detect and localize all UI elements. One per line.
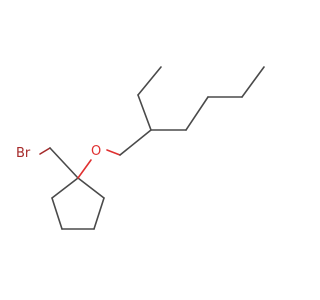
bromine-atom-label: Br — [16, 146, 31, 161]
bond-butyl-2 — [185, 96, 209, 131]
ring-bond-5 — [51, 177, 79, 199]
molecule-structure: Br O — [16, 66, 265, 230]
bond-oxygen-ch2 — [106, 149, 121, 156]
bond-ch2-quaternary — [49, 147, 79, 179]
bond-butyl-4 — [241, 66, 265, 98]
ring-bond-1 — [77, 177, 105, 199]
bond-ethyl-terminal — [137, 66, 162, 96]
bond-och2-ch — [119, 129, 152, 156]
bond-ch-ethyl — [137, 94, 152, 131]
oxygen-atom-label: O — [91, 144, 101, 159]
bond-quaternary-oxygen — [77, 159, 92, 179]
ring-bond-2 — [93, 197, 105, 230]
bond-br-ch2 — [39, 147, 51, 155]
ring-bond-4 — [51, 197, 63, 230]
